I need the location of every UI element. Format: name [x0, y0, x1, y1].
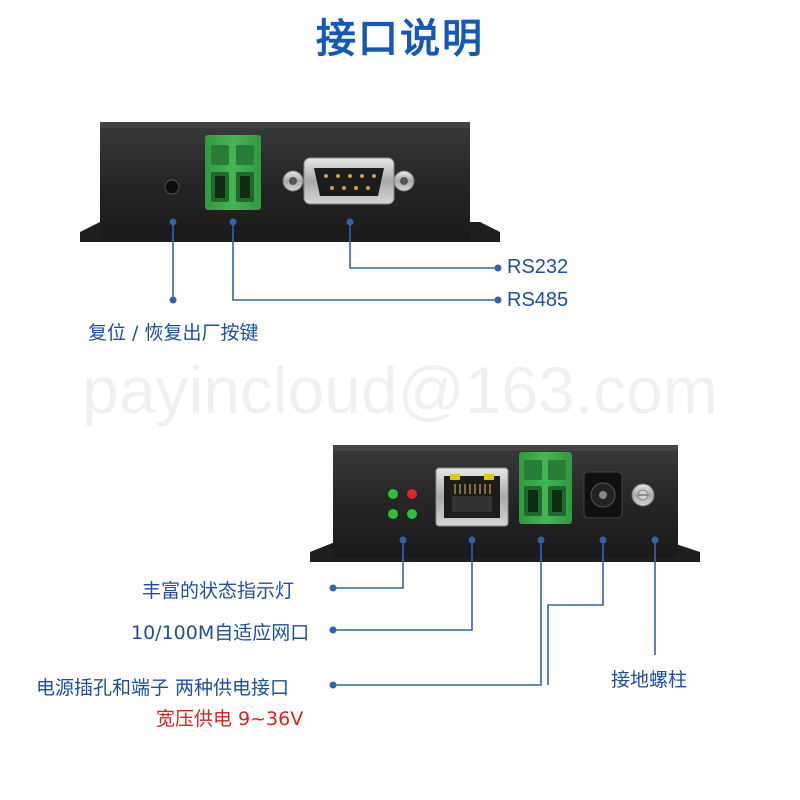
label-rs485: RS485: [507, 289, 569, 311]
label-reset-button: 复位 / 恢复出厂按键: [88, 322, 259, 344]
page-title: 接口说明: [316, 16, 484, 62]
top-device: [80, 122, 500, 242]
ground-stud-icon: [631, 483, 655, 507]
label-rs232: RS232: [507, 256, 569, 278]
top-leader-lines: [172, 222, 498, 301]
reset-hole-icon: [164, 179, 180, 195]
label-ground-stud: 接地螺柱: [611, 669, 688, 691]
db9-connector-icon: [282, 157, 415, 205]
terminal-block-icon: [519, 452, 572, 524]
rj45-port-icon: [435, 467, 509, 527]
bottom-device: [310, 445, 700, 562]
label-voltage-range: 宽压供电 9~36V: [156, 708, 304, 730]
label-ethernet-port: 10/100M自适应网口: [131, 622, 310, 644]
label-power-interface: 电源插孔和端子 两种供电接口: [36, 677, 290, 699]
led-indicator-icon: [388, 489, 417, 519]
dc-jack-icon: [583, 471, 623, 519]
bottom-leader-lines: [333, 540, 656, 686]
watermark: payincloud@163.com: [82, 353, 718, 427]
terminal-block-icon: [205, 135, 261, 210]
label-status-led: 丰富的状态指示灯: [142, 580, 295, 602]
